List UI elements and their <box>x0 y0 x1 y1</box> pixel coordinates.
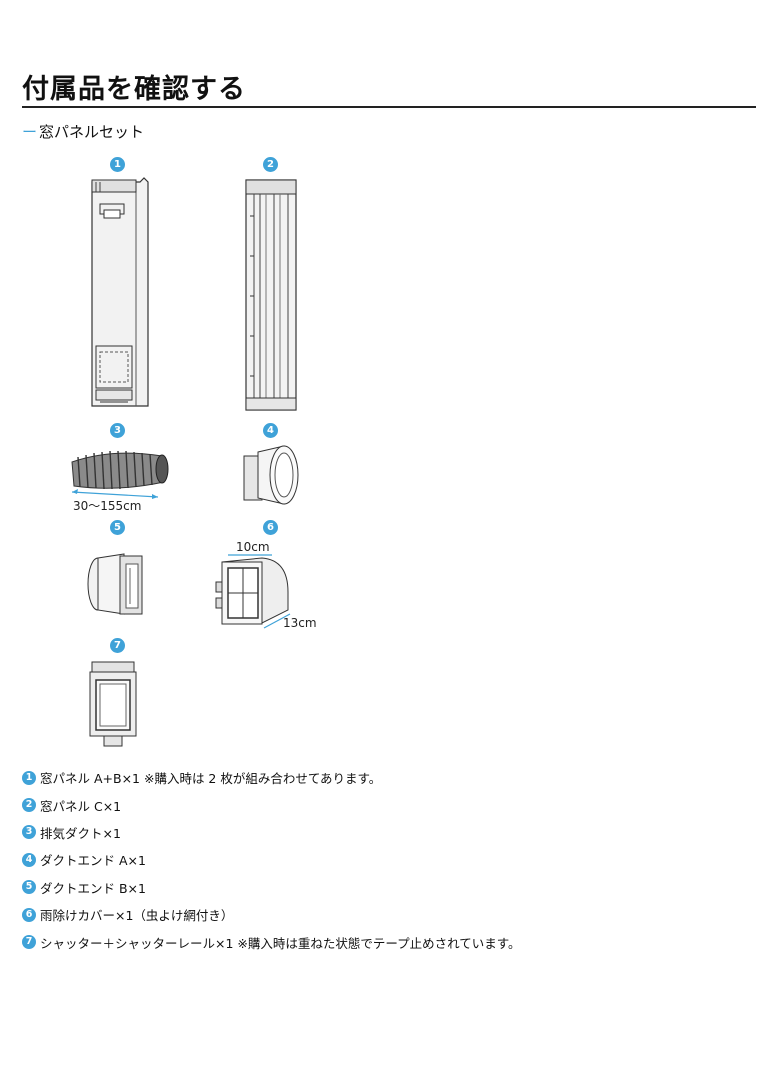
list-item: 2 窓パネル C×1 <box>22 791 521 818</box>
item-number: 6 <box>22 907 36 922</box>
item-text: ダクトエンド B×1 <box>40 880 146 896</box>
item-number: 3 <box>22 825 36 840</box>
exhaust-hose-illustration <box>71 450 169 499</box>
item-text: 排気ダクト×1 <box>40 825 121 841</box>
duct-end-a-illustration <box>243 445 299 505</box>
section-heading: ー窓パネルセット <box>22 122 144 142</box>
badge-4: 4 <box>263 423 278 438</box>
list-item: 1 窓パネル A+B×1 ※購入時は 2 枚が組み合わせてあります。 <box>22 764 521 791</box>
shutter-rail-illustration <box>89 661 137 747</box>
section-label: 窓パネルセット <box>39 123 145 141</box>
item-number: 5 <box>22 880 36 895</box>
list-item: 6 雨除けカバー×1（虫よけ網付き） <box>22 901 521 928</box>
item-text: 雨除けカバー×1（虫よけ網付き） <box>40 908 234 924</box>
rain-cover-illustration <box>215 554 291 629</box>
item-text: 窓パネル A+B×1 ※購入時は 2 枚が組み合わせてあります。 <box>40 771 382 787</box>
list-item: 5 ダクトエンド B×1 <box>22 874 521 901</box>
item-number: 4 <box>22 852 36 867</box>
badge-2: 2 <box>263 157 278 172</box>
item-number: 7 <box>22 935 36 950</box>
duct-end-b-illustration <box>87 553 143 615</box>
badge-3: 3 <box>110 423 125 438</box>
badge-1: 1 <box>110 157 125 172</box>
badge-6: 6 <box>263 520 278 535</box>
item-number: 2 <box>22 798 36 813</box>
item-text: ダクトエンド A×1 <box>40 853 146 869</box>
cover-width-label: 10cm <box>236 540 270 554</box>
section-dash: ー <box>22 123 38 141</box>
list-item: 3 排気ダクト×1 <box>22 819 521 846</box>
accessory-list: 1 窓パネル A+B×1 ※購入時は 2 枚が組み合わせてあります。 2 窓パネル … <box>22 764 521 956</box>
page-title: 付属品を確認する <box>22 74 246 105</box>
list-item: 7 シャッター＋シャッターレール×1 ※購入時は重ねた状態でテープ止めされています… <box>22 928 521 955</box>
window-panel-ab-illustration <box>91 177 149 407</box>
item-text: 窓パネル C×1 <box>40 798 122 814</box>
title-underline <box>22 106 756 108</box>
list-item: 4 ダクトエンド A×1 <box>22 846 521 873</box>
window-panel-c-illustration <box>245 179 297 411</box>
item-number: 1 <box>22 770 36 785</box>
item-text: シャッター＋シャッターレール×1 ※購入時は重ねた状態でテープ止めされています。 <box>40 935 521 951</box>
hose-length-label: 30～155cm <box>73 499 142 513</box>
cover-depth-label: 13cm <box>283 616 317 630</box>
badge-7: 7 <box>110 638 125 653</box>
badge-5: 5 <box>110 520 125 535</box>
